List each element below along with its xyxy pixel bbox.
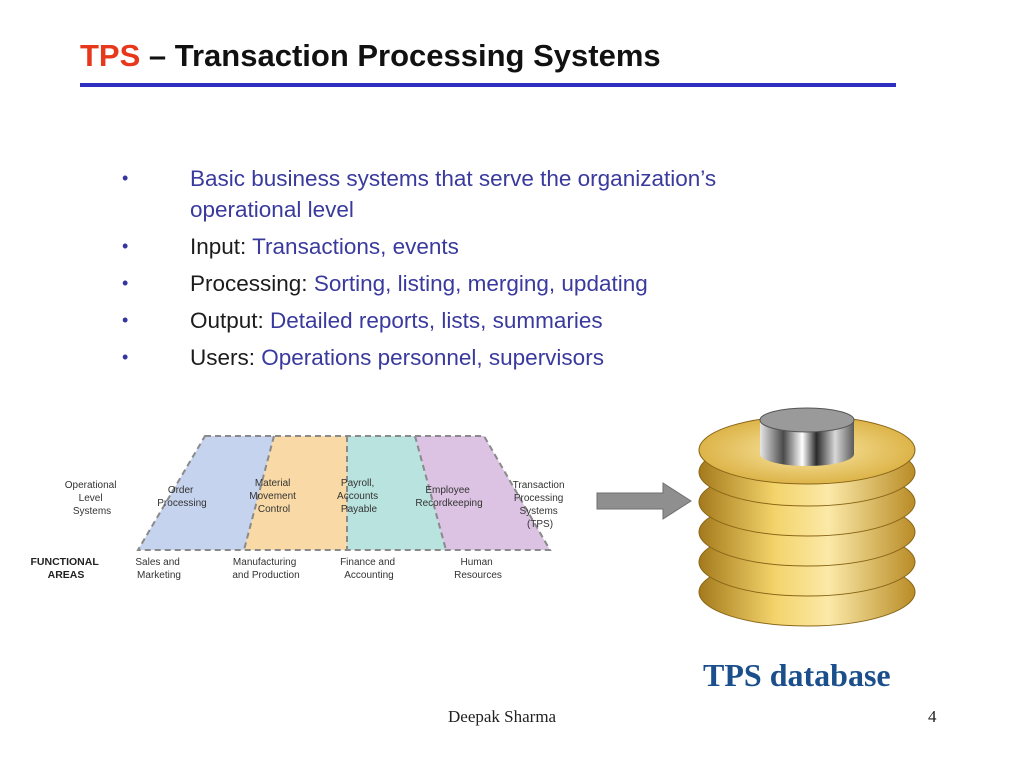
bullet-lead: Processing: (190, 271, 308, 296)
bullet-text: Basic business systems that serve the or… (190, 166, 717, 222)
bullet-marker: • (122, 347, 129, 367)
right-label: Transaction Processing Systems (TPS) (513, 480, 568, 530)
functional-areas-heading: FUNCTIONAL AREAS (31, 556, 102, 581)
bullet-item: • Processing: Sorting, listing, merging,… (122, 268, 822, 299)
bullet-marker: • (122, 310, 129, 330)
right-arrow-icon (596, 482, 692, 520)
disk-stack (698, 407, 916, 627)
segment-employee-recordkeeping (415, 436, 550, 550)
area-label-hr: Human Resources (454, 557, 502, 581)
bullet-marker: • (122, 273, 129, 293)
title-rest: – Transaction Processing Systems (140, 38, 661, 73)
area-label-finance: Finance and Accounting (340, 557, 398, 581)
bullet-text: Sorting, listing, merging, updating (307, 271, 648, 296)
title-accent: TPS (80, 38, 141, 73)
database-label: TPS database (703, 657, 891, 693)
bullet-list: • Basic business systems that serve the … (122, 163, 822, 379)
left-label: Operational Level Systems (65, 480, 119, 517)
tps-functional-diagram: Operational Level Systems Order Processi… (31, 435, 568, 581)
segment-label-order: Order Processing (157, 485, 206, 509)
area-label-manufacturing: Manufacturing and Production (232, 557, 299, 581)
bullet-item: • Users: Operations personnel, superviso… (122, 342, 822, 373)
bullet-lead: Output: (190, 308, 264, 333)
diagram-segments (136, 435, 552, 551)
database-stack-icon (698, 407, 916, 627)
segment-label-material: Material Movement Control (249, 478, 298, 515)
slide-title: TPS – Transaction Processing Systems (80, 38, 661, 74)
segment-label-payroll: Payroll, Accounts Payable (337, 478, 381, 515)
bullet-item: • Output: Detailed reports, lists, summa… (122, 305, 822, 336)
segment-label-employee: Employee Recordkeeping (415, 485, 482, 509)
bullet-lead: Users: (190, 345, 256, 370)
area-label-sales: Sales and Marketing (135, 557, 182, 581)
diagram-outline (136, 435, 552, 551)
bullet-item: • Basic business systems that serve the … (122, 163, 822, 225)
bullet-item: • Input: Transactions, events (122, 231, 822, 262)
segment-material-movement (244, 436, 347, 550)
bullet-text: Detailed reports, lists, summaries (263, 308, 603, 333)
page-number: 4 (928, 707, 937, 726)
title-underline (80, 83, 896, 87)
segment-order-processing (138, 436, 274, 550)
footer-author: Deepak Sharma (448, 707, 557, 726)
bullet-marker: • (122, 236, 129, 256)
bullet-text: Transactions, events (246, 234, 459, 259)
bullet-marker: • (122, 168, 129, 188)
bullet-text: Operations personnel, supervisors (255, 345, 604, 370)
segment-payroll (347, 436, 446, 550)
bullet-lead: Input: (190, 234, 247, 259)
